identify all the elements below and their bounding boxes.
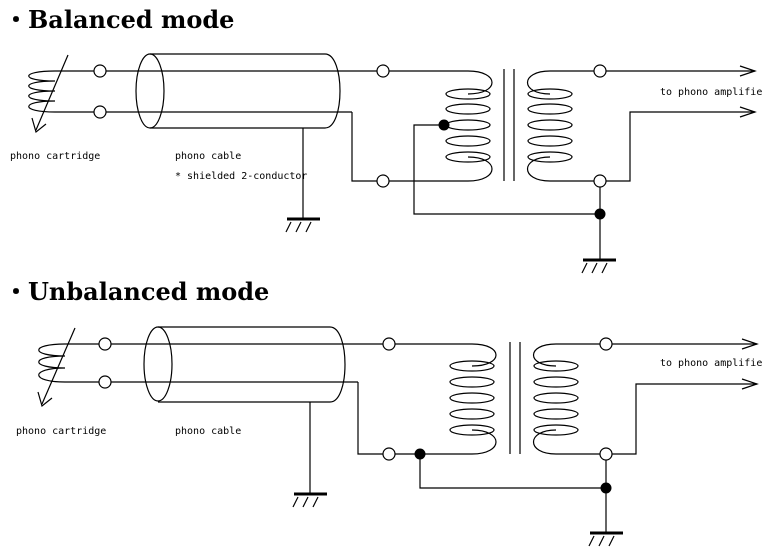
balanced-amp-ground-icon [581,258,616,274]
balanced-output-arrow-2 [739,106,757,118]
balanced-phono-cable [106,53,377,129]
unbalanced-output-terminal-2 [599,447,613,461]
unbalanced-circuit [37,326,759,547]
unbalanced-cartridge-coil [37,327,105,408]
balanced-output-arrow-1 [739,65,757,77]
balanced-input-terminal-2 [376,174,390,188]
balanced-cartridge-terminal-cold [93,105,107,119]
balanced-output-terminal-2 [593,174,607,188]
unbalanced-output-arrow-2 [741,378,759,390]
unbalanced-transformer-core [509,342,521,454]
balanced-cable-note: * shielded 2-conductor [175,171,308,182]
unbalanced-cartridge-terminal-cold [98,375,112,389]
balanced-cartridge-coil [28,54,100,134]
unbalanced-cable-ground-icon [292,492,327,508]
balanced-output-terminal-1 [593,64,607,78]
balanced-cable-ground-icon [285,217,320,233]
unbalanced-input-terminal-1 [382,337,396,351]
balanced-amp-label: to phono amplifier [660,87,764,98]
balanced-transformer-secondary [526,70,594,182]
balanced-ground-node [594,208,606,220]
unbalanced-phono-cable [111,326,383,403]
unbalanced-amp-label: to phono amplifier [660,358,764,369]
unbalanced-cartridge-terminal-hot [98,337,112,351]
balanced-circuit [28,53,757,274]
unbalanced-output-arrow-1 [741,338,759,350]
unbalanced-mode-title: ・Unbalanced mode [4,277,270,306]
balanced-cartridge-label: phono cartridge [10,151,101,162]
unbalanced-transformer-secondary [532,343,600,455]
unbalanced-cartridge-label: phono cartridge [16,426,107,437]
balanced-transformer-core [503,69,515,181]
balanced-transformer-primary [389,70,493,182]
balanced-cable-label: phono cable [175,151,242,162]
unbalanced-cable-label: phono cable [175,426,242,437]
unbalanced-transformer-primary [395,343,497,455]
balanced-input-terminal-1 [376,64,390,78]
unbalanced-amp-ground-icon [588,531,623,547]
balanced-cartridge-terminal-hot [93,64,107,78]
unbalanced-input-terminal-2 [382,447,396,461]
balanced-mode-title: ・Balanced mode [4,5,235,34]
unbalanced-output-terminal-1 [599,337,613,351]
unbalanced-ground-node [600,482,612,494]
